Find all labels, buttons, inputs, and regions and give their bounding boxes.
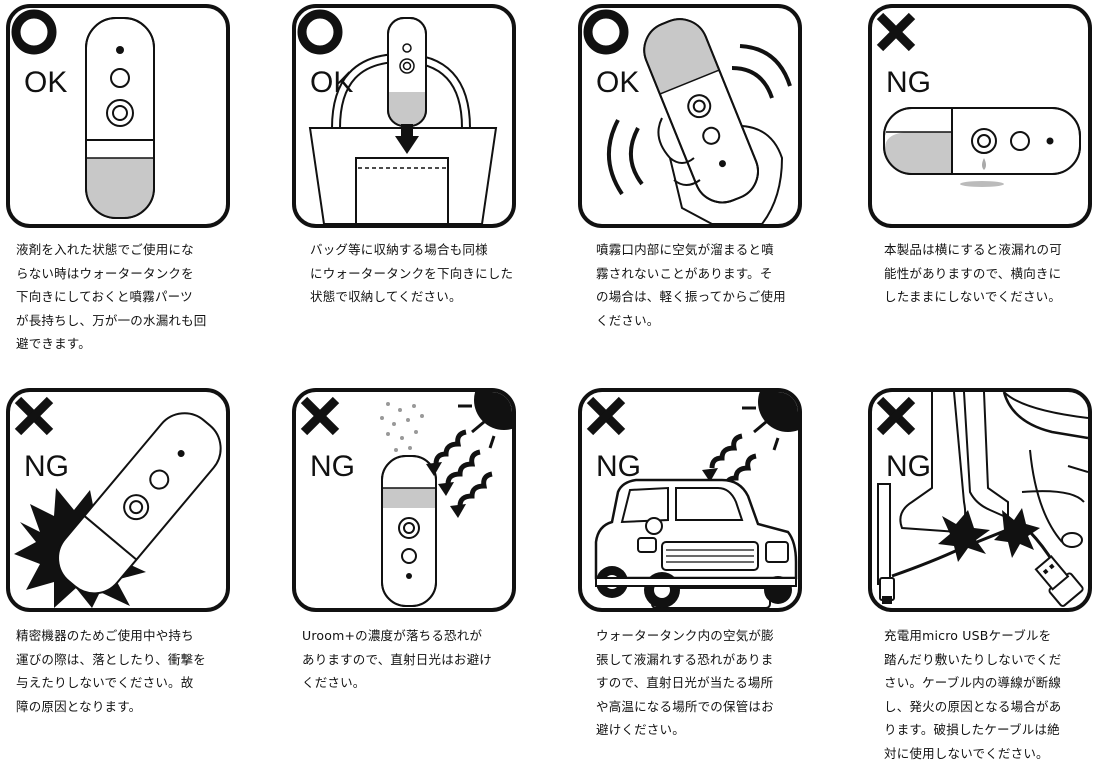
- sunlight-device-illustration: [380, 392, 512, 607]
- ok-circle-icon: [583, 9, 629, 55]
- status-label: OK: [24, 66, 68, 99]
- status-label: OK: [596, 66, 640, 99]
- dropped-device-illustration: [14, 412, 222, 608]
- panel-ng-drop: NG: [6, 388, 230, 612]
- status-label: NG: [596, 450, 641, 483]
- panel-ok-bag: OK: [292, 4, 516, 228]
- horizontal-device-illustration: [883, 107, 1081, 187]
- cable-stepping-illustration: [877, 392, 1088, 607]
- panel-ng-cable: NG: [868, 388, 1092, 612]
- status-label: OK: [310, 66, 354, 99]
- panel-caption: 噴霧口内部に空気が溜まると噴 霧されないことがあります。そ の場合は、軽く振って…: [596, 242, 786, 328]
- panel-caption: 液剤を入れた状態でご使用にな らない時はウォータータンクを 下向きにしておくと噴…: [16, 242, 207, 351]
- status-label: NG: [24, 450, 69, 483]
- panel-ok-shake: OK: [578, 4, 802, 228]
- panel-ng-car: NG: [578, 388, 802, 612]
- car-sunlight-illustration: [594, 392, 798, 608]
- shake-device-illustration: [607, 18, 792, 224]
- upright-device-illustration: [85, 17, 155, 219]
- panel-caption: ウォータータンク内の空気が膨 張して液漏れする恐れがありま すので、直射日光が当…: [596, 628, 774, 737]
- ng-cross-icon: [300, 396, 340, 436]
- ok-circle-icon: [11, 9, 57, 55]
- panel-caption: バッグ等に収納する場合も同様 にウォータータンクを下向きにした 状態で収納してく…: [310, 242, 514, 304]
- panel-ng-horizontal: NG: [868, 4, 1092, 228]
- panel-ng-sunlight: NG: [292, 388, 516, 612]
- status-label: NG: [886, 66, 931, 99]
- status-label: NG: [310, 450, 355, 483]
- ng-cross-icon: [876, 12, 916, 52]
- panel-caption: 精密機器のためご使用中や持ち 運びの際は、落としたり、衝撃を 与えたりしないでく…: [16, 628, 207, 714]
- ok-circle-icon: [297, 9, 343, 55]
- ng-cross-icon: [14, 396, 54, 436]
- status-label: NG: [886, 450, 931, 483]
- ng-cross-icon: [586, 396, 626, 436]
- ng-cross-icon: [876, 396, 916, 436]
- bag-storage-illustration: [308, 17, 498, 224]
- panel-ok-upright: OK: [6, 4, 230, 228]
- panel-caption: 本製品は横にすると液漏れの可 能性がありますので、横向きに したままにしないでく…: [884, 242, 1062, 304]
- panel-caption: 充電用micro USBケーブルを 踏んだり敷いたりしないでくだ さい。ケーブル…: [884, 628, 1062, 761]
- panel-caption: Uroom+の濃度が落ちる恐れが ありますので、直射日光はお避け ください。: [302, 628, 493, 690]
